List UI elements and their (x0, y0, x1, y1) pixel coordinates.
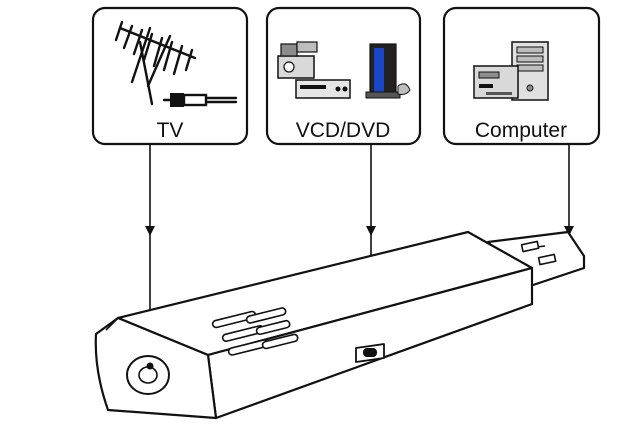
usb-tv-tuner-stick-icon (94, 230, 586, 420)
computer-label: Computer (475, 119, 567, 142)
usb-pin-1 (520, 240, 540, 253)
video-devices-icon (277, 41, 411, 99)
vcd-arrowhead (366, 226, 376, 236)
av-input-port (355, 343, 385, 363)
vent-slots (211, 307, 299, 356)
tv-arrowhead (145, 226, 155, 236)
usb-pin-2 (537, 253, 557, 266)
tv-source-box: TV (91, 6, 249, 146)
tv-box-frame (91, 6, 249, 146)
computer-arrowhead (564, 226, 574, 236)
computer-source-box: Computer (442, 6, 601, 146)
vcd-dvd-source-box: VCD/DVD (265, 6, 422, 146)
desktop-computer-icon (473, 41, 549, 101)
vcd-dvd-label: VCD/DVD (296, 119, 391, 142)
tv-label: TV (157, 119, 184, 142)
tv-antenna-icon (114, 20, 238, 107)
